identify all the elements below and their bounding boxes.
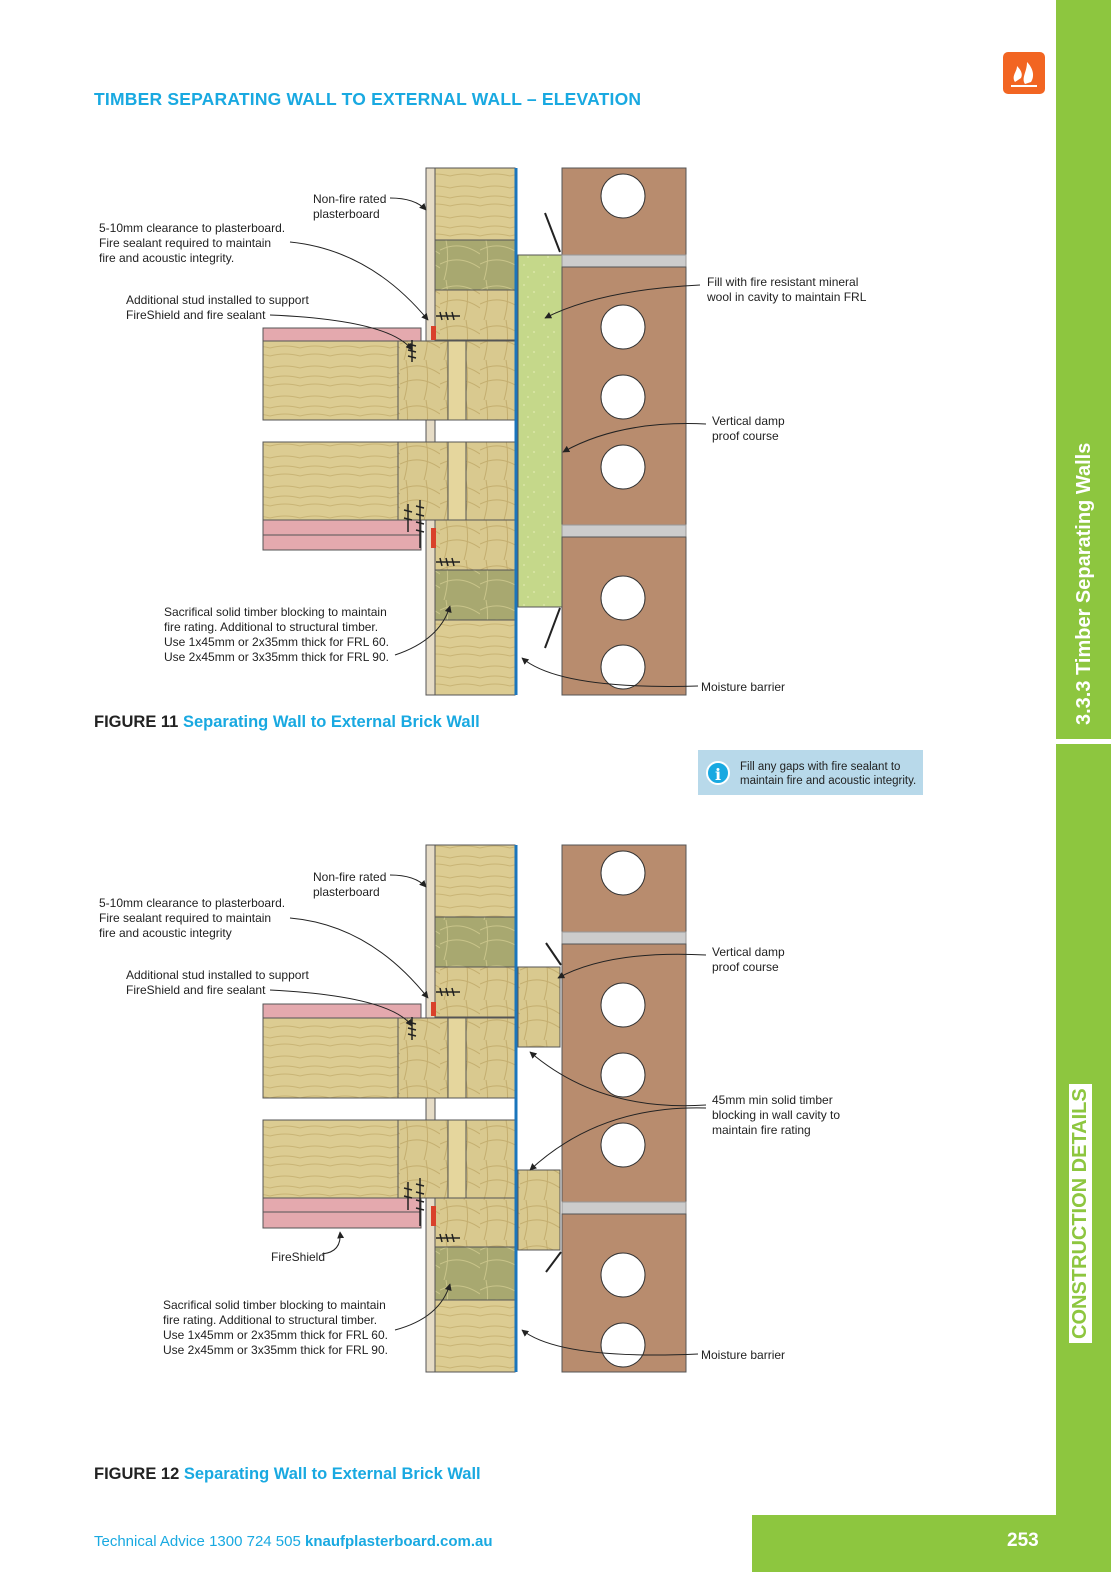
construction-drawings xyxy=(262,167,707,1373)
callout-additional-stud: Additional stud installed to support Fir… xyxy=(126,293,309,322)
fire-icon xyxy=(1003,52,1045,94)
callout-moisture-barrier-2: Moisture barrier xyxy=(701,1348,786,1362)
page-number: 253 xyxy=(1007,1530,1039,1551)
figure-11-title: Separating Wall to External Brick Wall xyxy=(182,713,480,731)
footer-bar xyxy=(752,1515,1111,1572)
callout-mineral-wool: Fill with fire resistant mineral wool in… xyxy=(707,275,867,304)
info-note xyxy=(698,750,923,795)
callout-clearance: 5-10mm clearance to plasterboard. Fire s… xyxy=(99,221,286,265)
info-icon: i xyxy=(706,761,730,785)
page-title: TIMBER SEPARATING WALL TO EXTERNAL WALL … xyxy=(94,89,642,109)
sidebar-section-label: 3.3.3 Timber Separating Walls xyxy=(1073,442,1095,725)
sidebar-chapter-label: CONSTRUCTION DETAILS xyxy=(1069,1084,1092,1343)
figure-12-title: Separating Wall to External Brick Wall xyxy=(183,1465,481,1483)
figure-11-drawing xyxy=(262,167,707,696)
info-note-text: Fill any gaps with fire sealant to maint… xyxy=(740,761,917,787)
callout-cavity-blocking: 45mm min solid timber blocking in wall c… xyxy=(712,1093,841,1137)
callout-damp-proof: Vertical damp proof course xyxy=(712,414,785,443)
callout-damp-proof-2: Vertical damp proof course xyxy=(712,945,785,974)
footer-phone: Technical Advice 1300 724 505 xyxy=(94,1533,301,1550)
footer-contact: Technical Advice 1300 724 505 knaufplast… xyxy=(94,1533,493,1550)
figure-12-caption: FIGURE 12 Separating Wall to External Br… xyxy=(94,1465,481,1484)
callout-sacrificial-2: Sacrifical solid timber blocking to main… xyxy=(163,1298,388,1357)
footer-website-link[interactable]: knaufplasterboard.com.au xyxy=(305,1533,493,1550)
callout-moisture-barrier: Moisture barrier xyxy=(701,680,786,694)
callout-fireshield: FireShield xyxy=(271,1250,326,1264)
callout-non-fire-rated-2: Non-fire rated plasterboard xyxy=(313,870,387,899)
figure-11-caption: FIGURE 11 Separating Wall to External Br… xyxy=(94,713,480,732)
callout-clearance-2: 5-10mm clearance to plasterboard. Fire s… xyxy=(99,896,286,940)
sidebar-divider xyxy=(1056,739,1111,744)
figure-12-number: FIGURE 12 xyxy=(94,1465,180,1483)
callout-sacrificial: Sacrifical solid timber blocking to main… xyxy=(164,605,389,664)
callout-non-fire-rated: Non-fire rated plasterboard xyxy=(313,192,387,221)
figure-11-number: FIGURE 11 xyxy=(94,713,179,731)
callout-additional-stud-2: Additional stud installed to support Fir… xyxy=(126,968,309,997)
figure-12-drawing xyxy=(262,844,707,1373)
